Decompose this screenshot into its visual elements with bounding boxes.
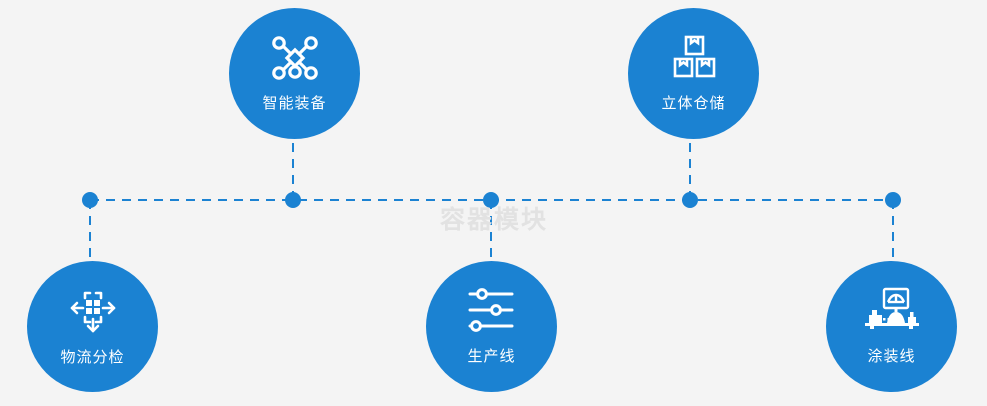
sliders-icon: [466, 287, 518, 333]
node-painting[interactable]: 涂装线: [826, 261, 957, 392]
junction-dot-warehouse: [682, 192, 698, 208]
junction-dot-painting: [885, 192, 901, 208]
node-label-painting: 涂装线: [867, 348, 916, 365]
node-production[interactable]: 生产线: [426, 261, 557, 392]
stacked-boxes-icon: [668, 34, 720, 82]
node-label-warehouse: 立体仓储: [661, 95, 726, 112]
node-label-smart-equipment: 智能装备: [262, 95, 327, 112]
network-nodes-icon: [269, 34, 321, 82]
junction-dot-sorting: [82, 192, 98, 208]
node-warehouse[interactable]: 立体仓储: [628, 8, 759, 139]
node-smart-equipment[interactable]: 智能装备: [229, 8, 360, 139]
node-label-sorting: 物流分检: [60, 349, 125, 366]
junction-dot-smart-equipment: [285, 192, 301, 208]
paint-booth-icon: [863, 287, 921, 333]
sorting-arrows-icon: [66, 286, 120, 334]
watermark-text: 容器模块: [440, 206, 549, 234]
node-label-production: 生产线: [467, 348, 516, 365]
node-sorting[interactable]: 物流分检: [27, 261, 158, 392]
